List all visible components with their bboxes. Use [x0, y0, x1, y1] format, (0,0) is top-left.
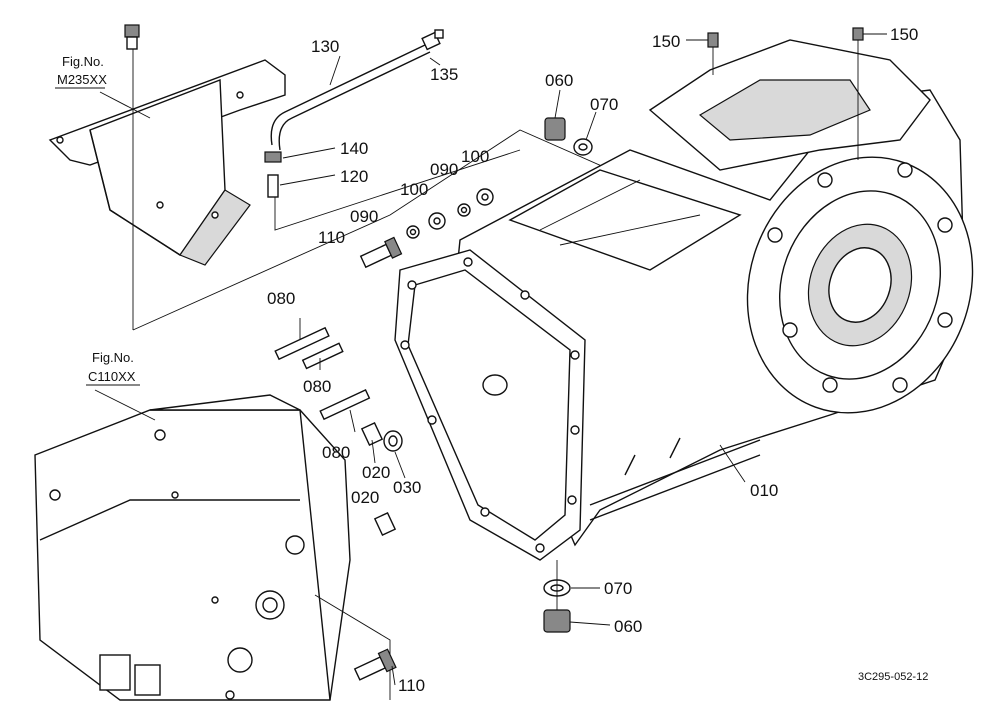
- callout-150-left: 150: [652, 32, 680, 51]
- plug-060-lower: [543, 609, 571, 633]
- tank-assembly: [48, 24, 286, 330]
- fig-ref-label-1: Fig.No.: [62, 54, 104, 69]
- callout-090-a: 090: [430, 160, 458, 179]
- callout-020-b: 020: [351, 488, 379, 507]
- callout-110-lower: 110: [398, 676, 425, 695]
- callout-060-upper: 060: [545, 71, 573, 90]
- fitting-140: [264, 151, 282, 198]
- callout-010: 010: [750, 481, 778, 500]
- callout-100-a: 100: [461, 147, 489, 166]
- plug-150-right: [852, 27, 864, 41]
- gasket-frame: [394, 249, 586, 561]
- plug-150-left: [707, 32, 719, 48]
- pin-020-b: [373, 511, 397, 537]
- fig-ref-number-1: M235XX: [57, 72, 107, 87]
- fig-ref-number-2: C110XX: [88, 369, 136, 384]
- callout-135: 135: [430, 65, 458, 84]
- stud-080-b: [301, 342, 344, 370]
- callout-020-a: 020: [362, 463, 390, 482]
- bolt-110-upper: [359, 236, 403, 269]
- callout-150-right: 150: [890, 25, 918, 44]
- callout-080-b: 080: [303, 377, 331, 396]
- callout-090-b: 090: [350, 207, 378, 226]
- callout-060-lower: 060: [614, 617, 642, 636]
- callout-030: 030: [393, 478, 421, 497]
- leader-lines: [94, 33, 887, 686]
- callout-140: 140: [340, 139, 368, 158]
- callout-120: 120: [340, 167, 368, 186]
- callout-080-a: 080: [267, 289, 295, 308]
- drawing-code: 3C295-052-12: [858, 671, 928, 683]
- group-frame-lower: [314, 594, 391, 700]
- callout-070-upper: 070: [590, 95, 618, 114]
- front-housing: [34, 394, 351, 701]
- stud-080-c: [319, 388, 371, 421]
- fig-ref-label-2: Fig.No.: [92, 350, 134, 365]
- pin-020-a: [360, 421, 384, 447]
- callout-100-b: 100: [400, 180, 428, 199]
- callout-080-c: 080: [322, 443, 350, 462]
- plug-060-upper: [544, 117, 566, 141]
- callout-130: 130: [311, 37, 339, 56]
- callout-110-upper: 110: [318, 228, 345, 247]
- bolt-110-lower: [353, 648, 397, 681]
- callout-070-lower: 070: [604, 579, 632, 598]
- pipe-130: [270, 29, 444, 151]
